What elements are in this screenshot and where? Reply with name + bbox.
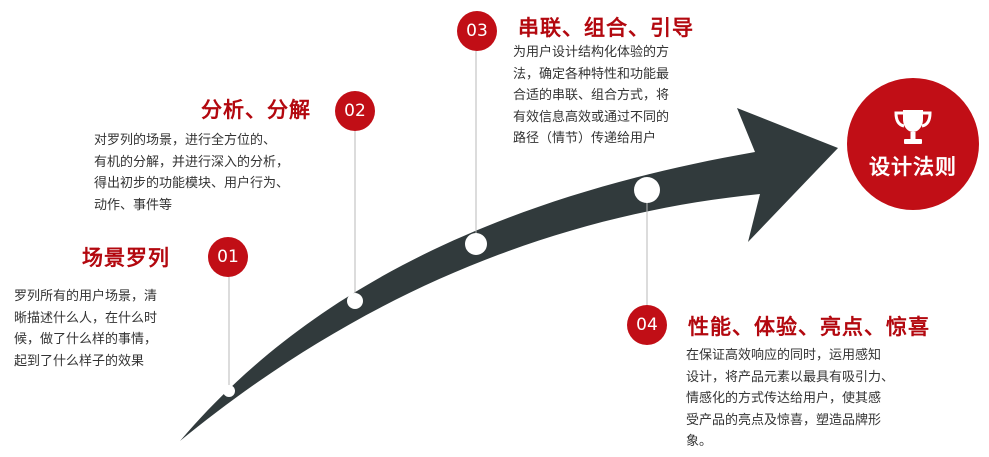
step-number-badge-02: 02 [335, 91, 375, 131]
milestone-dot-03 [465, 233, 487, 255]
milestone-dot-04 [634, 177, 660, 203]
step-number-badge-03: 03 [457, 11, 497, 51]
step-title-02: 分析、分解 [201, 98, 311, 122]
trophy-icon [894, 110, 932, 144]
step-title-01: 场景罗列 [82, 246, 170, 270]
step-title-04: 性能、体验、亮点、惊喜 [688, 315, 930, 339]
step-description-04: 在保证高效响应的同时，运用感知 设计，将产品元素以最具有吸引力、 情感化的方式传… [686, 348, 895, 449]
step-description-01: 罗列所有的用户场景，清 晰描述什么人，在什么时 候，做了什么样的事情， 起到了什… [14, 289, 158, 369]
step-number-badge-04: 04 [627, 305, 667, 345]
progress-arrow [180, 108, 838, 441]
goal-label: 设计法则 [869, 155, 957, 179]
step-description-02: 对罗列的场景，进行全方位的、 有机的分解，并进行深入的分析， 得出初步的功能模块… [94, 133, 290, 213]
step-title-03: 串联、组合、引导 [518, 16, 694, 40]
design-principles-circle: 设计法则 [847, 78, 979, 210]
milestone-dot-01 [223, 385, 235, 397]
step-number-badge-01: 01 [208, 237, 248, 277]
step-description-03: 为用户设计结构化体验的方 法，确定各种特性和功能最 合适的串联、组合方式，将 有… [513, 45, 670, 146]
milestone-dot-02 [347, 293, 363, 309]
